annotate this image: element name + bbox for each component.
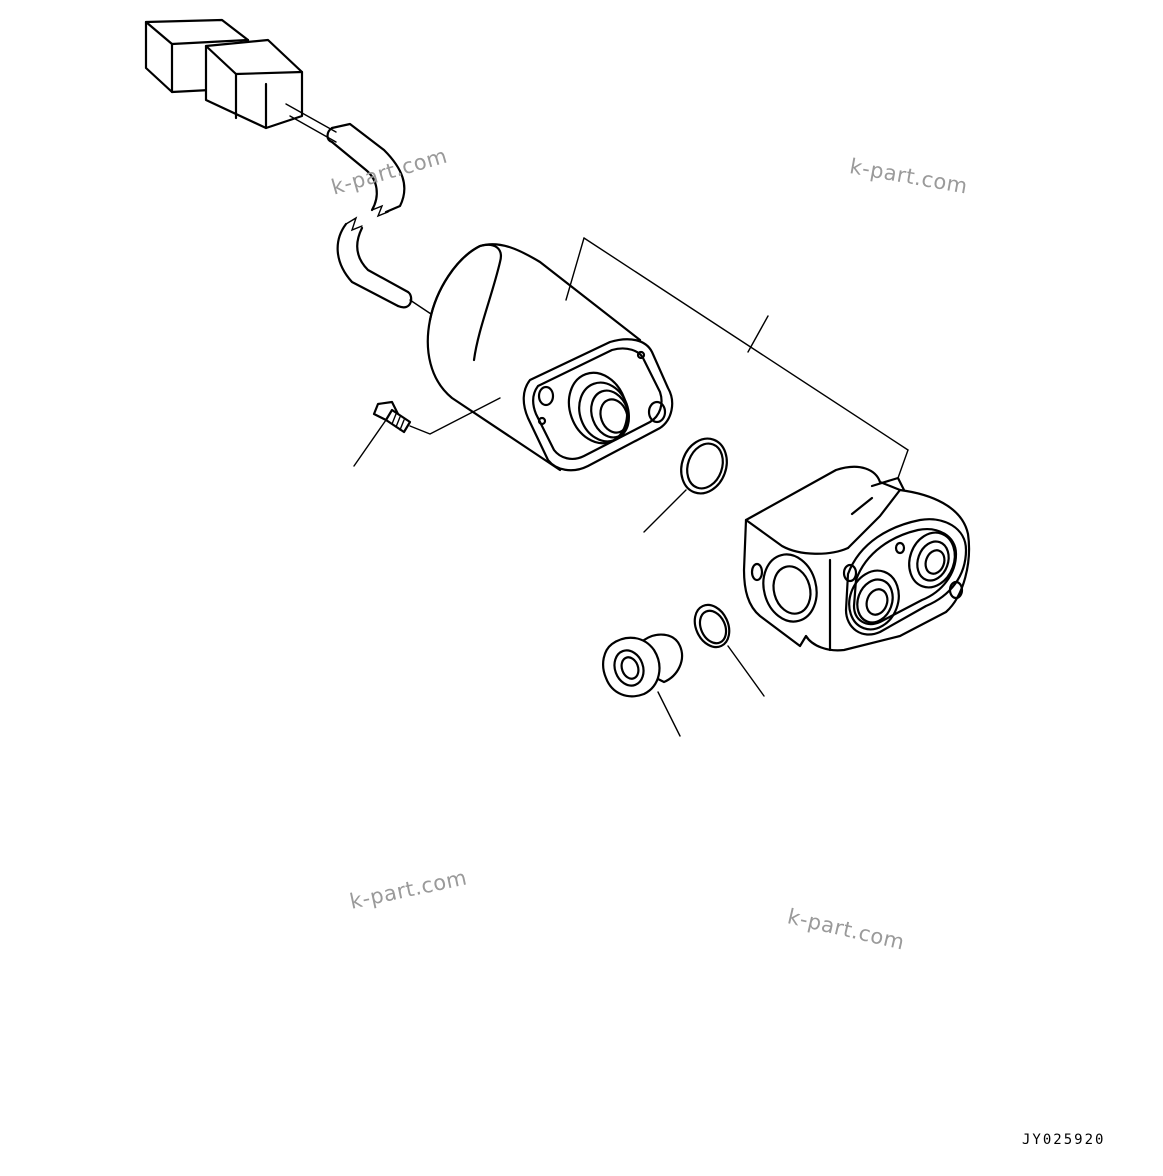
- assembly-bracket: [565, 237, 909, 479]
- o-ring-large: [643, 437, 728, 533]
- drawing-code: JY025920: [1022, 1132, 1106, 1148]
- valve-body: [742, 465, 971, 652]
- bolt: [353, 397, 501, 467]
- solenoid-coil: [426, 243, 674, 472]
- o-ring-small: [693, 603, 765, 697]
- plug: [602, 633, 684, 737]
- connector-plug: [144, 18, 304, 130]
- wire-harness: [285, 103, 435, 317]
